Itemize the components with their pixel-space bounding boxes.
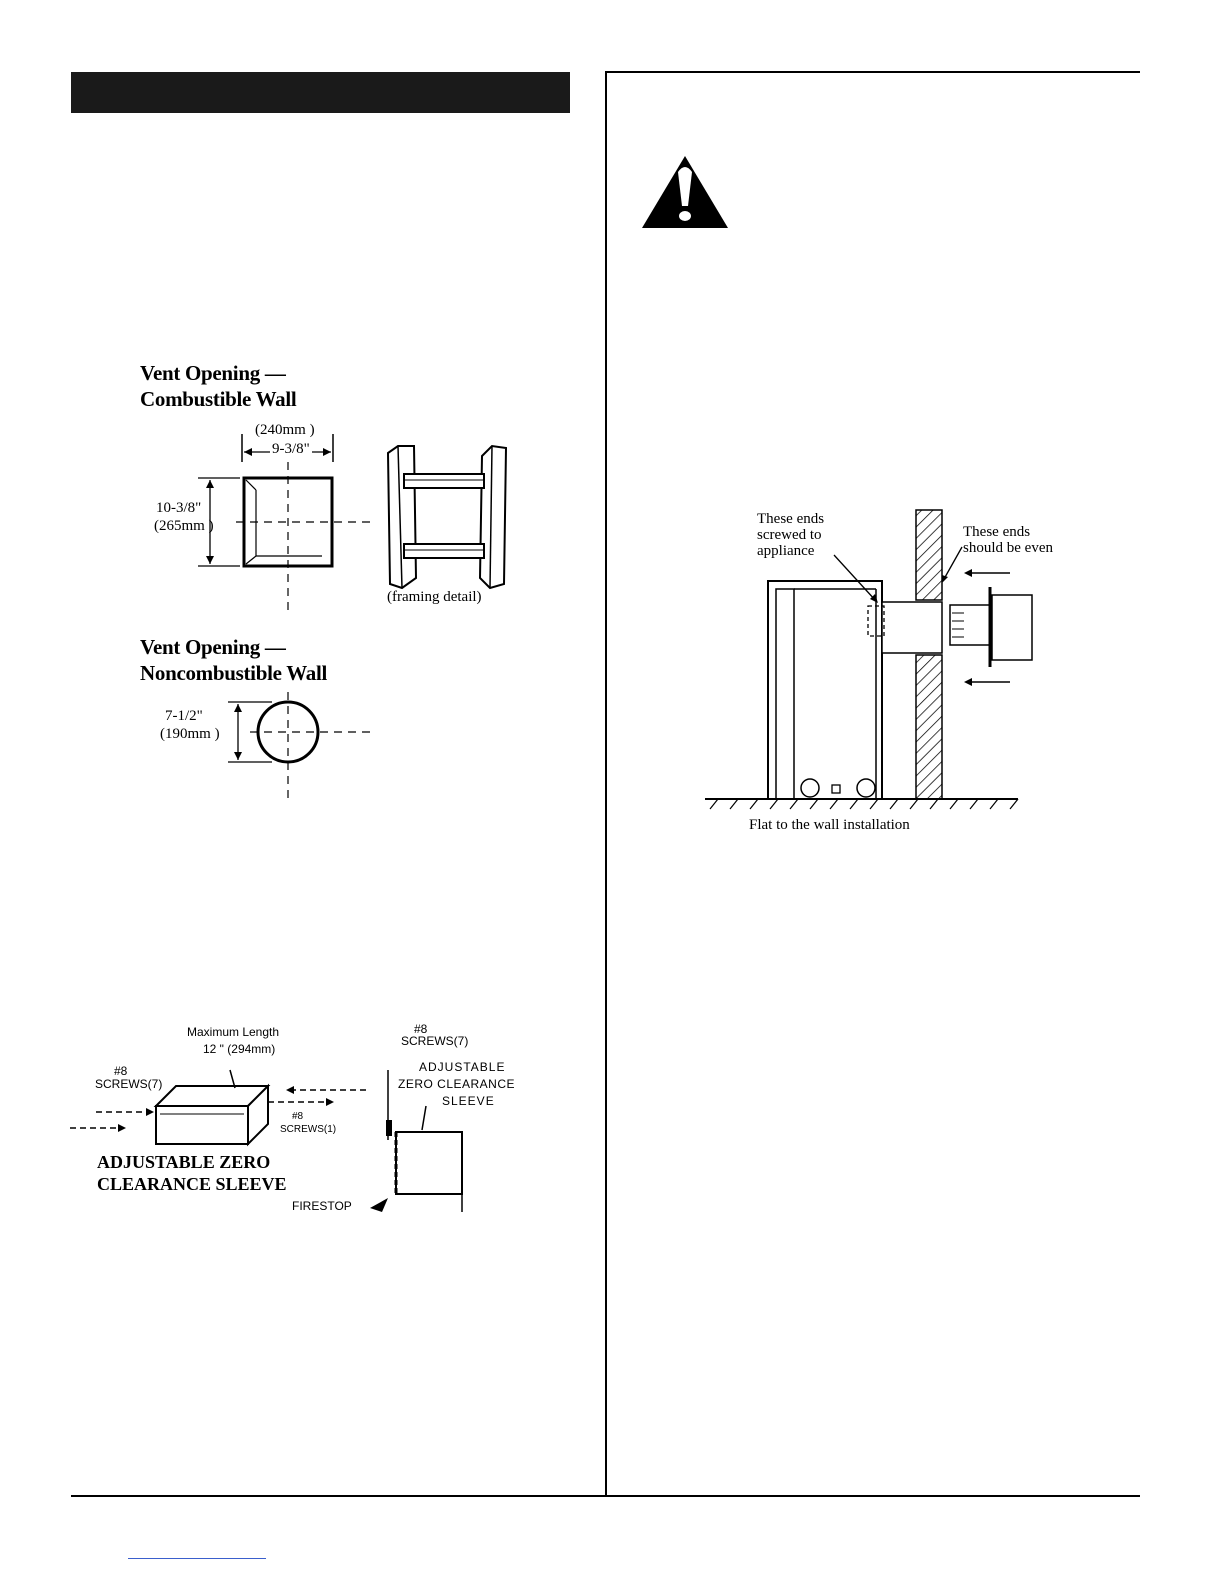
side-label-2: ZERO CLEARANCE [398, 1077, 516, 1091]
column-divider [605, 71, 607, 1497]
sleeve-title-line2: CLEARANCE SLEEVE [97, 1174, 287, 1194]
install-left-note-3: appliance [757, 543, 815, 559]
section-header-bar [71, 72, 570, 113]
noncombustible-dia-mm: (190mm ) [160, 726, 220, 742]
side-screws-2: SCREWS(7) [401, 1034, 469, 1048]
noncombustible-heading-line2: Noncombustible Wall [140, 661, 328, 685]
sleeve-screws-left-2: SCREWS(7) [95, 1077, 163, 1091]
install-caption: Flat to the wall installation [749, 817, 910, 833]
noncombustible-heading-line1: Vent Opening — [140, 635, 286, 659]
side-label-3: SLEEVE [442, 1094, 495, 1108]
noncombustible-heading: Vent Opening — Noncombustible Wall [140, 634, 327, 686]
bottom-rule [71, 1495, 1140, 1497]
combustible-opening-diagram [198, 434, 508, 613]
sleeve-screws-right-2: SCREWS(1) [280, 1124, 337, 1135]
framing-caption: (framing detail) [387, 589, 482, 605]
sleeve-max-length-label: Maximum Length [187, 1025, 280, 1039]
noncombustible-dia-in: 7-1/2" [165, 708, 203, 724]
sleeve-screws-left-1: #8 [114, 1064, 128, 1078]
sleeve-diagram [70, 1069, 463, 1212]
install-left-note-2: screwed to [757, 527, 822, 543]
combustible-heading: Vent Opening — Combustible Wall [140, 360, 297, 412]
framing-detail-icon [386, 444, 508, 590]
combustible-width-mm: (240mm ) [255, 422, 315, 438]
sleeve-title-line1: ADJUSTABLE ZERO [97, 1152, 271, 1172]
footer-link-underline[interactable] [128, 1558, 266, 1559]
install-right-note-2: should be even [963, 540, 1053, 556]
install-left-note-1: These ends [757, 511, 825, 527]
flat-wall-installation-diagram [705, 509, 1033, 810]
noncombustible-opening-diagram [228, 692, 375, 802]
install-left-note: These ends screwed to appliance [757, 511, 824, 559]
combustible-height-in: 10-3/8" [156, 500, 202, 516]
sleeve-max-length-value: 12 " (294mm) [203, 1042, 276, 1056]
combustible-heading-line2: Combustible Wall [140, 387, 297, 411]
firestop-label: FIRESTOP [292, 1199, 352, 1213]
install-right-note-1: These ends [963, 524, 1031, 540]
top-rule-right [606, 71, 1140, 73]
side-screws-1: #8 [414, 1022, 428, 1036]
warning-triangle-icon [642, 156, 728, 228]
install-right-note: These ends should be even [963, 524, 1053, 556]
combustible-height-mm: (265mm ) [154, 518, 214, 534]
sleeve-screws-right-1: #8 [292, 1111, 304, 1122]
sleeve-title: ADJUSTABLE ZERO CLEARANCE SLEEVE [97, 1151, 287, 1195]
side-label-1: ADJUSTABLE [419, 1060, 506, 1074]
combustible-heading-line1: Vent Opening — [140, 361, 286, 385]
combustible-width-in: 9-3/8" [270, 441, 312, 458]
